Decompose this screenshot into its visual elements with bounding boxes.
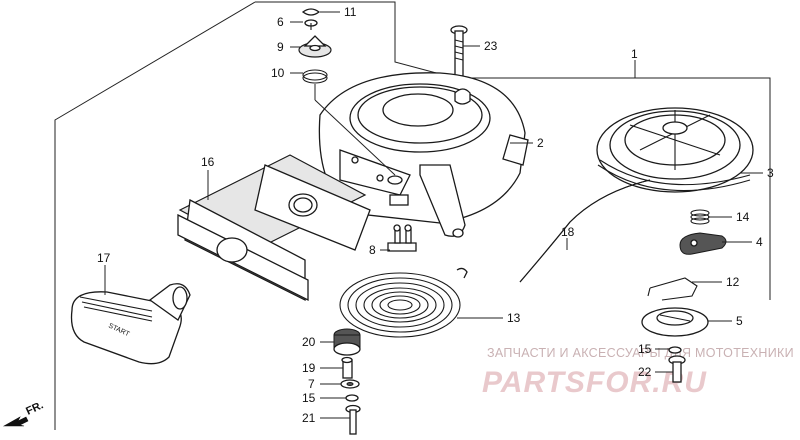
label-16: 16 xyxy=(201,155,215,169)
label-21: 21 xyxy=(302,411,316,425)
watermark: ЗАПЧАСТИ И АКСЕССУАРЫ ДЛЯ МОТОТЕХНИКИ PA… xyxy=(482,346,794,399)
label-5: 5 xyxy=(736,314,743,328)
part-5-friction-plate xyxy=(641,307,709,337)
label-17: 17 xyxy=(97,251,111,265)
assembly-frame xyxy=(54,1,771,430)
part-18-rope xyxy=(519,179,651,283)
part-2-starter-housing xyxy=(318,72,529,238)
part-17-starter-handle: START xyxy=(70,283,191,365)
part-15-washer-right xyxy=(668,346,682,354)
part-12-clip xyxy=(647,277,698,301)
label-22: 22 xyxy=(638,365,652,379)
label-14: 14 xyxy=(736,210,750,224)
label-18: 18 xyxy=(561,225,575,239)
label-12: 12 xyxy=(726,275,740,289)
label-11: 11 xyxy=(344,5,357,19)
part-labels: 11 6 9 10 23 1 2 3 14 4 12 5 18 13 16 17… xyxy=(97,5,774,425)
label-2: 2 xyxy=(537,136,544,150)
front-arrow-icon xyxy=(2,416,29,427)
label-8: 8 xyxy=(369,243,376,257)
part-19-collar xyxy=(341,356,353,379)
label-1: 1 xyxy=(631,47,638,61)
front-label: FR. xyxy=(24,399,45,417)
label-10: 10 xyxy=(271,66,285,80)
part-9-ratchet xyxy=(298,35,332,58)
label-20: 20 xyxy=(302,335,316,349)
part-3-pulley xyxy=(596,107,754,193)
watermark-subtitle: ЗАПЧАСТИ И АКСЕССУАРЫ ДЛЯ МОТОТЕХНИКИ xyxy=(487,346,794,360)
label-6: 6 xyxy=(277,15,284,29)
part-14-spring xyxy=(690,209,710,225)
part-4-pawl xyxy=(679,232,727,255)
part-8-bracket xyxy=(387,224,417,252)
label-13: 13 xyxy=(507,311,521,325)
label-7: 7 xyxy=(308,377,315,391)
part-15-washer-left xyxy=(345,394,359,402)
label-4: 4 xyxy=(756,235,763,249)
label-3: 3 xyxy=(767,166,774,180)
part-6-pin xyxy=(304,19,318,30)
part-7-washer xyxy=(340,379,360,389)
label-15-right: 15 xyxy=(638,342,652,356)
label-19: 19 xyxy=(302,361,316,375)
part-20-damper xyxy=(333,328,361,356)
label-15-left: 15 xyxy=(302,391,316,405)
part-13-recoil-spring xyxy=(339,267,468,338)
label-9: 9 xyxy=(277,40,284,54)
part-11-clip xyxy=(301,8,321,16)
part-23-bolt xyxy=(450,25,468,77)
part-10-spring xyxy=(302,69,328,84)
part-16-cover xyxy=(177,154,371,302)
part-21-bolt xyxy=(345,404,361,435)
label-23: 23 xyxy=(484,39,498,53)
front-direction-marker: FR. xyxy=(2,399,45,427)
leader-lines xyxy=(104,11,763,419)
